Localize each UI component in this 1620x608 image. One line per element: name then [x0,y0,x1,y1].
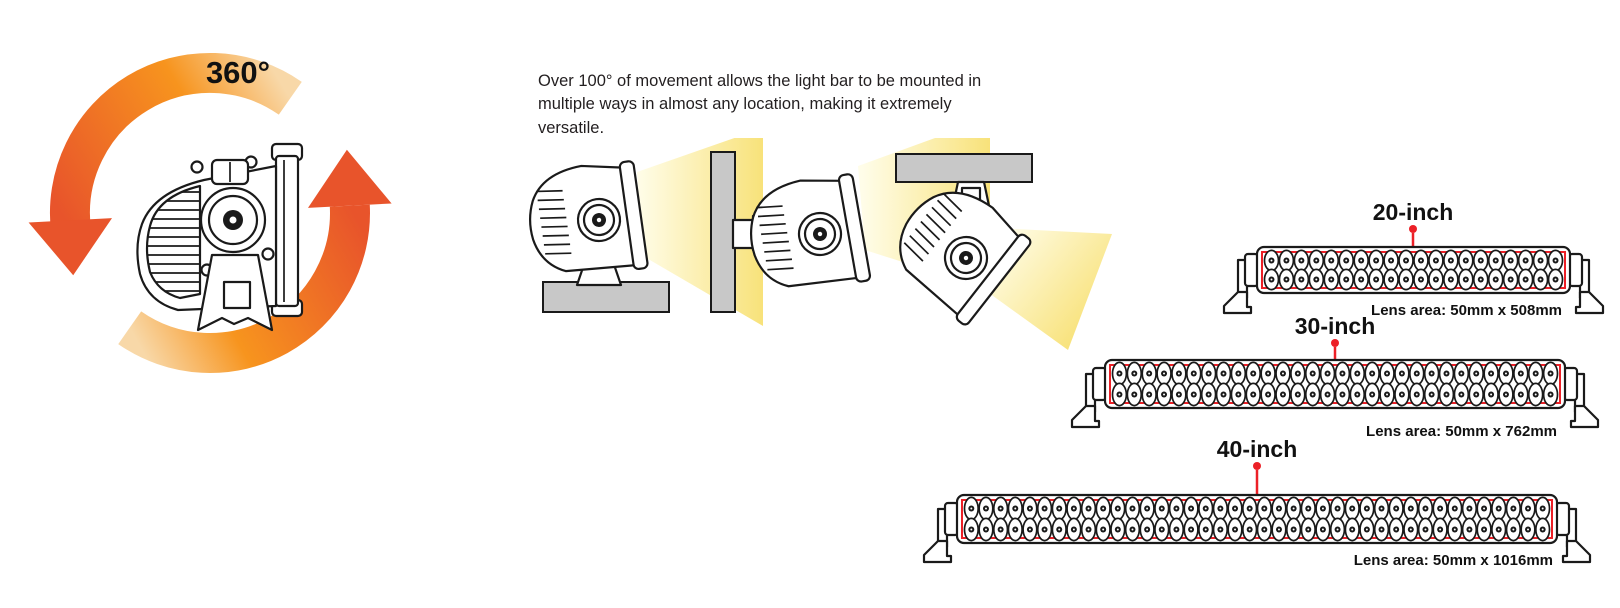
light-pod [899,191,1032,326]
callout-dot [1331,339,1339,347]
rotating-light-illustration [136,142,304,332]
mount-ceiling [895,153,1033,183]
light-bar-20: 20-inch Lens area: 50mm x 508mm [1222,199,1605,319]
callout-dot [1409,225,1417,233]
light-bar-sizes: 20-inch Lens area: 50mm x 508mm 30-inch … [922,199,1605,569]
bar-40-graphic [922,493,1592,564]
callout-dot [1253,462,1261,470]
bar-30-label: 30-inch [1295,313,1376,339]
rotation-arrow-left [28,52,302,276]
bar-40-lens-area: Lens area: 50mm x 1016mm [1354,552,1553,569]
movement-description: Over 100° of movement allows the light b… [538,72,982,137]
bar-20-graphic [1222,245,1605,315]
light-pod [750,173,872,288]
bar-30-lens-area: Lens area: 50mm x 762mm [1366,423,1557,440]
light-bar-40: 40-inch Lens area: 50mm x 1016mm [922,436,1592,569]
light-pod [528,160,649,273]
mount-wall [710,151,736,313]
rotation-360-diagram: 360° [28,52,392,373]
bar-40-label: 40-inch [1217,436,1298,462]
mount-surface [542,281,670,313]
bar-30-graphic [1070,358,1600,429]
light-bar-30: 30-inch Lens area: 50mm x 762mm [1070,313,1600,440]
rotation-arrow-right [118,149,392,373]
bar-20-label: 20-inch [1373,199,1454,225]
ceiling-mount-illustration [895,153,1112,350]
bar-20-lens-area: Lens area: 50mm x 508mm [1371,302,1562,319]
rotation-degrees-label: 360° [206,55,270,90]
